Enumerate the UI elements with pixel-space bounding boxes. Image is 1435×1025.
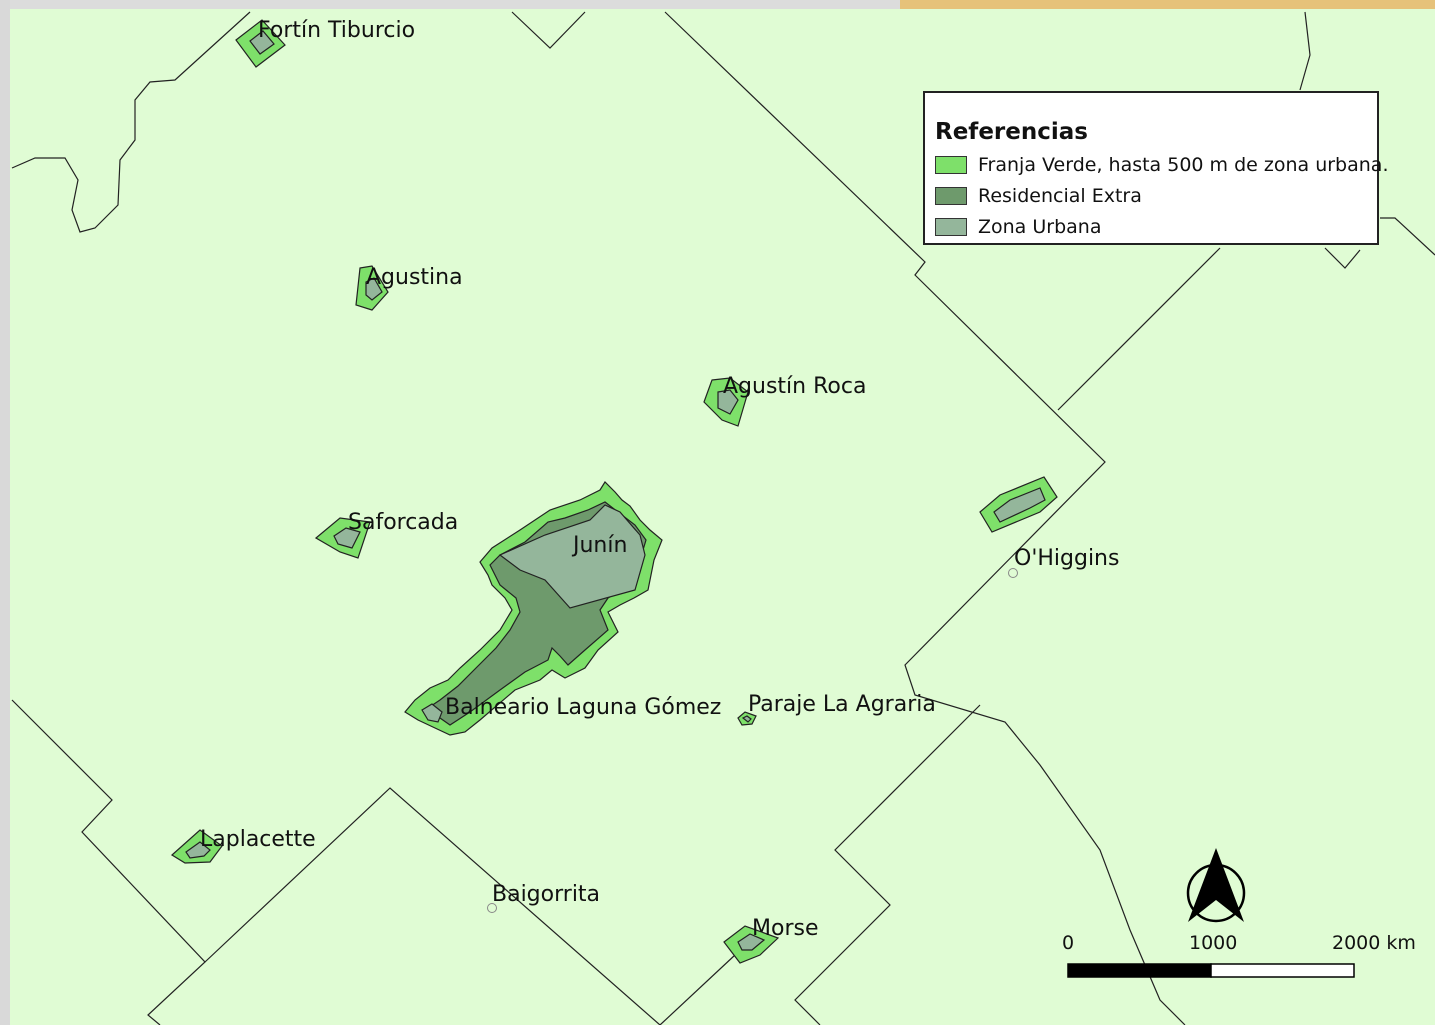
label-fortin-tiburcio: Fortín Tiburcio (258, 18, 416, 43)
label-balneario: Balneario Laguna Gómez (445, 695, 722, 720)
legend-swatch-residencial-extra (935, 186, 967, 205)
fortin-tiburcio-urban (249, 30, 275, 55)
label-paraje: Paraje La Agraria (748, 692, 936, 717)
label-ohiggins: O'Higgins (1014, 546, 1120, 571)
frame-top-edge (10, 0, 1435, 9)
legend-label-franja-verde: Franja Verde, hasta 500 m de zona urbana… (978, 153, 1389, 176)
frame-left-edge (0, 0, 10, 1025)
scale-label-2000: 2000 km (1332, 932, 1416, 954)
saforcada-urban (333, 527, 361, 549)
label-morse: Morse (752, 916, 819, 941)
junin-urban (498, 504, 646, 609)
label-baigorrita: Baigorrita (492, 882, 601, 907)
legend-item-zona-urbana: Zona Urbana (935, 211, 1367, 242)
boundary-northeast-a (1299, 11, 1311, 91)
boundary-main-east (511, 11, 1186, 1025)
boundary-east-diagonal (1057, 247, 1221, 411)
boundary-northeast-b (1380, 217, 1435, 256)
label-junin: Junín (573, 533, 628, 558)
district-boundaries (11, 11, 1435, 1025)
laplacette-urban (185, 841, 211, 859)
boundary-northwest (11, 11, 251, 233)
legend-title: Referencias (935, 119, 1088, 145)
agustina-urban (365, 277, 383, 301)
legend-label-residencial-extra: Residencial Extra (978, 184, 1142, 207)
scale-bar-white-segment (1210, 963, 1355, 978)
scale-bar-black-segment (1067, 963, 1212, 978)
balneario-urban (421, 703, 443, 723)
scale-label-0: 0 (1062, 932, 1075, 954)
boundary-southeast (794, 704, 981, 1025)
baigorrita-point (487, 903, 497, 913)
boundary-northeast-c (1324, 247, 1361, 269)
paraje-urban (741, 715, 752, 723)
morse-urban (737, 933, 766, 951)
ohiggins-urban (993, 487, 1046, 523)
label-saforcada: Saforcada (348, 510, 459, 535)
legend-label-zona-urbana: Zona Urbana (978, 215, 1102, 238)
label-agustin-roca: Agustín Roca (723, 374, 867, 399)
boundary-south-central (204, 787, 661, 1025)
label-agustina: Agustina (366, 265, 463, 290)
legend-swatch-franja-verde (935, 155, 967, 174)
boundary-west-lower (11, 699, 206, 1025)
scale-bar (1067, 963, 1355, 978)
boundary-southeast-small (659, 954, 736, 1025)
scale-label-1000: 1000 (1189, 932, 1238, 954)
agustin-roca-urban (717, 389, 739, 415)
ohiggins-point (1008, 568, 1018, 578)
north-arrow-icon (1186, 848, 1246, 923)
label-laplacette: Laplacette (200, 827, 316, 852)
legend-item-residencial-extra: Residencial Extra (935, 180, 1367, 211)
urban-zones (170, 19, 1058, 964)
frame-top-accent (900, 0, 1435, 9)
legend-item-franja-verde: Franja Verde, hasta 500 m de zona urbana… (935, 149, 1389, 180)
legend-box: Referencias Franja Verde, hasta 500 m de… (923, 91, 1389, 245)
legend-swatch-zona-urbana (935, 217, 967, 236)
